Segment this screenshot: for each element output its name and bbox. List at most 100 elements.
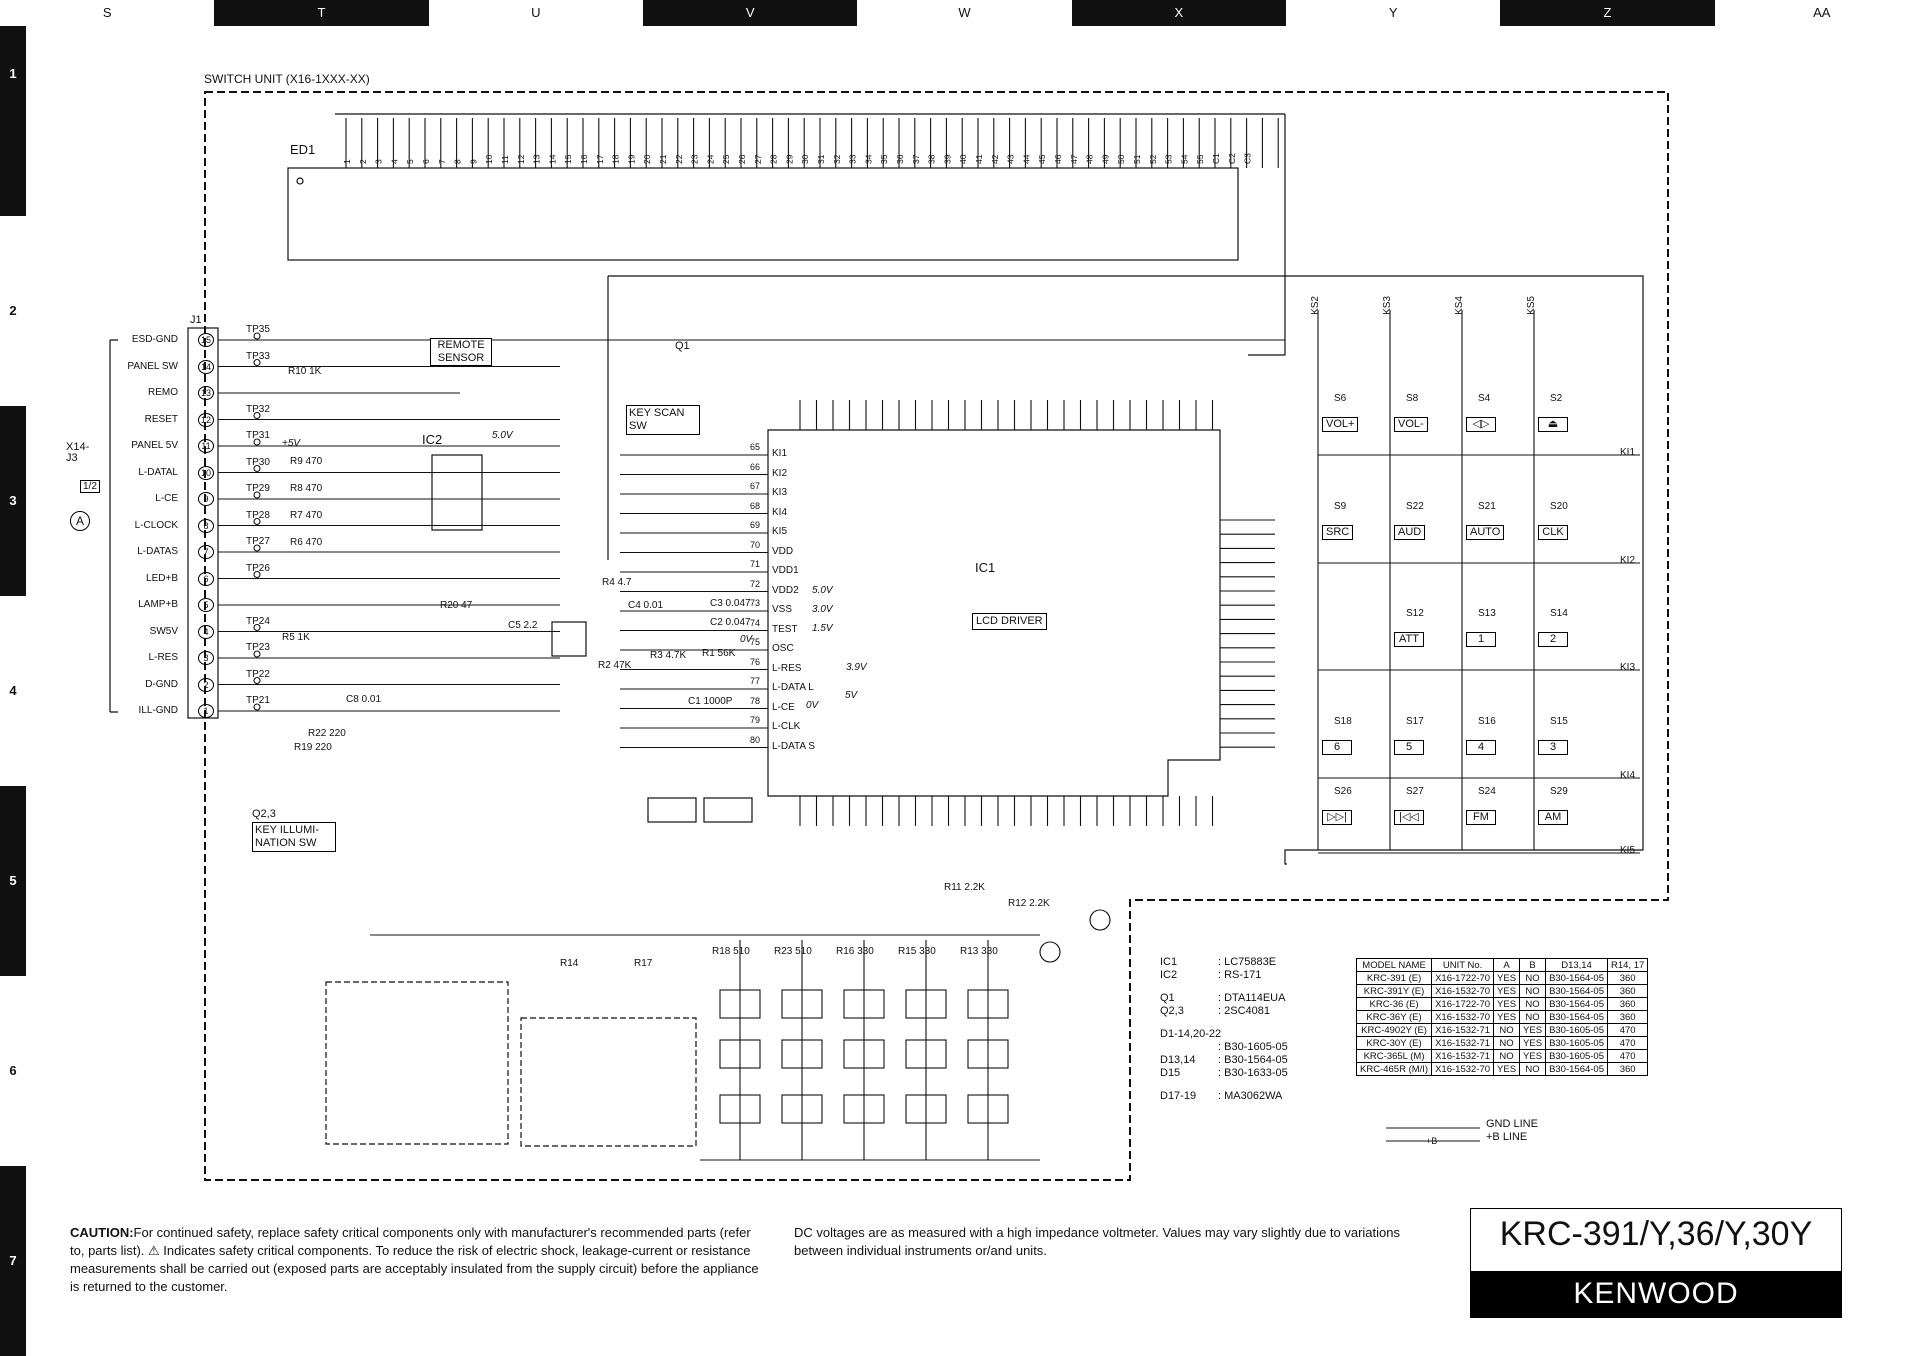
model-table-header-cell: B: [1519, 958, 1547, 972]
display-pin-label: 3: [374, 159, 384, 164]
row-header-5: 5: [0, 786, 26, 976]
unit-title: SWITCH UNIT (X16-1XXX-XX): [204, 72, 370, 86]
connector-body: [187, 327, 219, 719]
component-label-c8: C8 0.01: [346, 694, 382, 705]
switch-ref: S16: [1478, 716, 1496, 727]
model-table-cell: YES: [1519, 1049, 1547, 1063]
display-pin-label: 39: [942, 154, 952, 164]
ic1-pin-name: L-RES: [772, 662, 802, 674]
parts-list-value: : B30-1564-05: [1218, 1054, 1288, 1066]
model-table-cell: 360: [1606, 1010, 1649, 1024]
switch-ref: S20: [1550, 501, 1568, 512]
test-point-label: TP28: [246, 509, 270, 521]
parts-list-row: IC1: LC75883E: [1160, 956, 1288, 969]
switch-ref: S17: [1406, 716, 1424, 727]
component-label-r13: R13 330: [960, 946, 998, 957]
parts-list-ref: D17-19: [1160, 1090, 1197, 1102]
component-label-r16: R16 330: [836, 946, 874, 957]
column-header-t: T: [214, 0, 429, 26]
switch-key-label: VOL+: [1322, 417, 1359, 432]
parts-list-ref: Q2,3: [1160, 1005, 1184, 1017]
column-header-u: U: [531, 5, 541, 20]
connector-pin-number: 9: [198, 492, 214, 506]
voltage-label-plus5: +5V: [282, 438, 301, 449]
display-pin-label: 8: [453, 159, 463, 164]
connector-pin-number: 12: [198, 412, 214, 427]
display-pin-label: 2: [358, 159, 368, 164]
switch-ref: S2: [1550, 393, 1563, 404]
model-table-cell: B30-1605-05: [1545, 1049, 1608, 1063]
display-pin-label: 44: [1021, 154, 1031, 164]
model-table-cell: KRC-30Y (E): [1355, 1036, 1433, 1050]
plusb-line-mark: +B: [1426, 1136, 1437, 1146]
display-body: [287, 167, 1239, 261]
test-point-label: TP24: [246, 615, 270, 627]
caution-heading: CAUTION:: [70, 1225, 134, 1240]
model-table-cell: YES: [1519, 1036, 1547, 1050]
connector-pin-number: 15: [198, 333, 214, 347]
voltage-label-vdd1: 3.0V: [812, 604, 833, 615]
ic1-pin-name: VDD1: [772, 565, 799, 576]
switch-key-label: CLK: [1538, 525, 1568, 540]
ic1-pin-name: VDD2: [772, 584, 799, 596]
ic1-pin-number: 79: [750, 715, 761, 725]
switch-key-label: |◁◁: [1394, 810, 1424, 825]
ic1-pin-name: KI4: [772, 506, 788, 518]
column-header-x: X: [1071, 0, 1286, 26]
q1-ref: Q1: [675, 340, 690, 352]
connector-pin-number: 11: [198, 439, 214, 453]
parts-list-value: : B30-1633-05: [1218, 1067, 1288, 1079]
display-pin-label: 46: [1053, 154, 1063, 164]
display-pin-label: 7: [437, 159, 447, 164]
component-label-r19: R19 220: [294, 742, 332, 753]
model-table-cell: NO: [1519, 1062, 1547, 1076]
parts-list-row: D1-14,20-22: [1160, 1028, 1288, 1041]
model-table-cell: 470: [1606, 1036, 1649, 1050]
test-point-label: TP35: [246, 324, 270, 335]
switch-key-label: AM: [1538, 810, 1568, 825]
component-label-r18: R18 510: [712, 946, 750, 957]
ic1-pin-number: 80: [750, 734, 761, 745]
connector-pin-number: 14: [198, 359, 214, 374]
parts-list-value: : B30-1605-05: [1218, 1041, 1288, 1053]
d19-body: [551, 621, 587, 657]
model-table-cell: X16-1532-71: [1431, 1036, 1495, 1050]
switch-key-label: ◁▷: [1466, 417, 1496, 432]
display-pin-label: 6: [421, 159, 431, 164]
ic1-pin-name: VDD: [772, 545, 794, 557]
switch-key-label: 4: [1466, 740, 1496, 755]
connector-pin-name: PANEL SW: [127, 360, 178, 372]
row-header-2: 2: [9, 303, 17, 318]
connector-pin-name: L-DATAS: [137, 546, 178, 557]
parts-list-ref: D13,14: [1160, 1054, 1196, 1066]
q23-label: KEY ILLUMI- NATION SW: [252, 822, 336, 852]
component-label-r1: R1 56K: [702, 648, 736, 659]
parts-list-value: : RS-171: [1218, 969, 1262, 981]
test-point-label: TP26: [246, 562, 270, 574]
display-pin-label: 53: [1164, 154, 1174, 164]
model-table-header-cell: A: [1493, 958, 1521, 972]
row-header-3: 3: [0, 406, 26, 596]
parts-list-row: D17-19: MA3062WA: [1160, 1090, 1288, 1103]
parts-list-row: D13,14 : B30-1564-05: [1160, 1054, 1288, 1067]
sheet-ref: 1/2: [80, 480, 100, 493]
key-scan-label: KS3: [1382, 296, 1393, 315]
connector-pin-number: 4: [198, 624, 214, 639]
display-pin-label: 20: [642, 154, 652, 164]
model-table-cell: X16-1532-71: [1431, 1023, 1495, 1037]
row-header-1: 1: [0, 26, 26, 216]
display-pin-label: 35: [879, 154, 889, 164]
column-header-z: Z: [1500, 0, 1715, 26]
connector-pin-name: D-GND: [145, 678, 178, 690]
component-label-r15: R15 330: [898, 946, 936, 957]
model-table-cell: NO: [1493, 1036, 1521, 1050]
component-label-r3: R3 4.7K: [650, 650, 687, 661]
model-table-cell: KRC-465R (M/I): [1355, 1062, 1433, 1076]
key-input-label: KI1: [1620, 447, 1636, 458]
model-table-cell: KRC-4902Y (E): [1355, 1023, 1433, 1037]
